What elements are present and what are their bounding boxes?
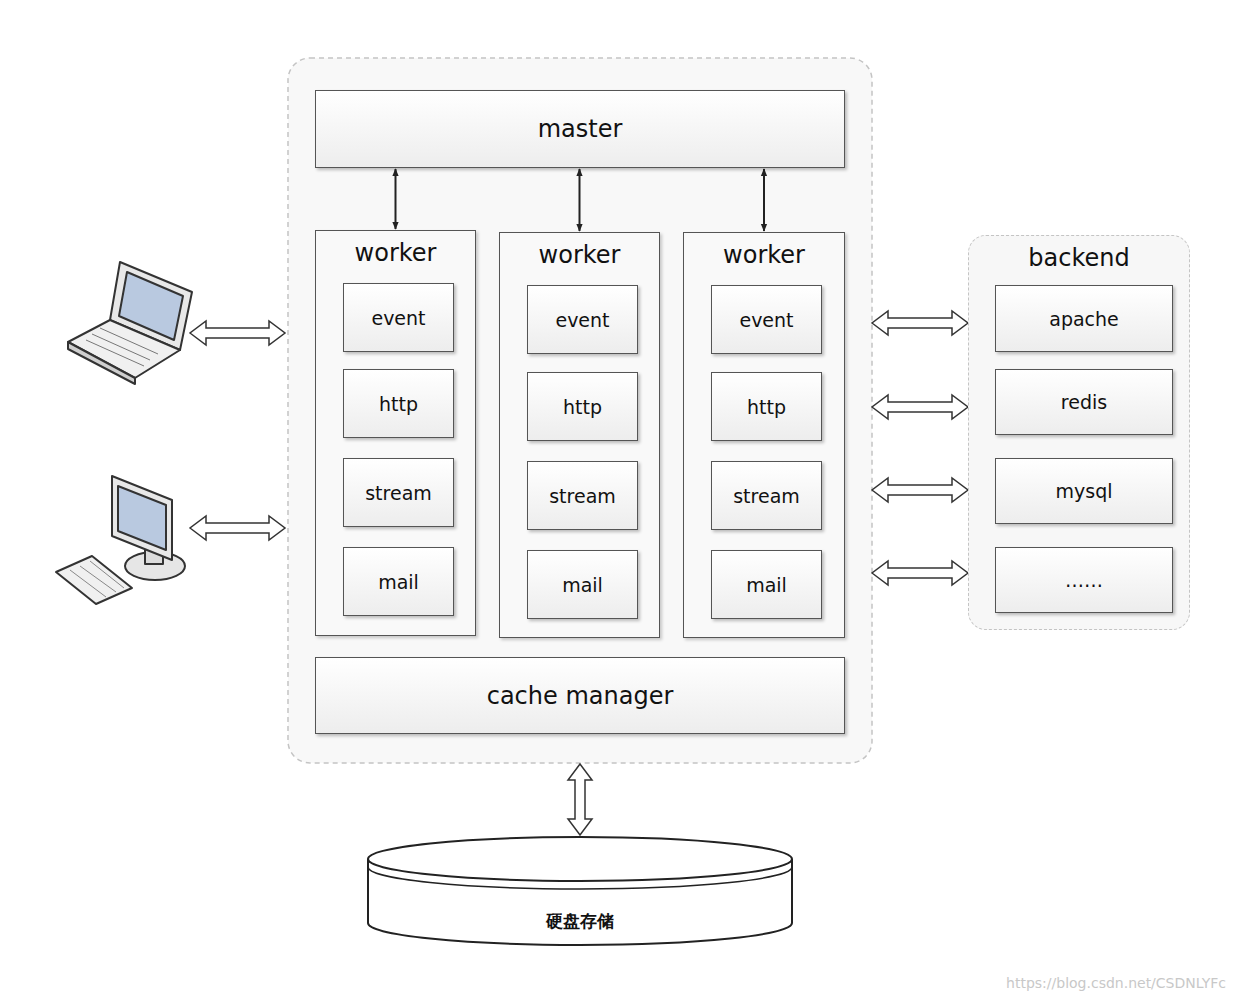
connector-arrow	[763, 169, 765, 231]
node-label: mail	[562, 574, 603, 596]
node-label: event	[739, 309, 793, 331]
node-label: mail	[746, 574, 787, 596]
group-box: backend apache redis mysql ……	[968, 235, 1190, 630]
node-label: http	[379, 393, 418, 415]
node-label: cache manager	[487, 682, 674, 710]
module-box: mail	[343, 547, 454, 616]
module-box: event	[711, 285, 822, 354]
module-box: http	[527, 372, 638, 441]
io-arrow	[872, 561, 968, 585]
node-label: stream	[365, 482, 432, 504]
node-label: mail	[378, 571, 419, 593]
node-label: stream	[733, 485, 800, 507]
group-box: worker event http stream mail	[683, 232, 845, 638]
group-heading: worker	[500, 241, 659, 269]
module-box: apache	[995, 285, 1173, 352]
io-arrow	[190, 516, 285, 540]
node-label: event	[371, 307, 425, 329]
module-box: stream	[343, 458, 454, 527]
server-container	[288, 58, 872, 763]
module-box: mail	[711, 550, 822, 619]
disk-rim	[368, 867, 792, 889]
module-box: cache manager	[315, 657, 845, 734]
node-label: http	[747, 396, 786, 418]
connector-arrow	[568, 764, 592, 835]
connector-arrow	[395, 169, 397, 229]
node-label: apache	[1049, 308, 1119, 330]
node-label: 硬盘存储	[366, 909, 794, 933]
laptop-icon	[68, 262, 192, 384]
node-label: stream	[549, 485, 616, 507]
module-box: redis	[995, 369, 1173, 435]
group-box: worker event http stream mail	[315, 230, 476, 636]
module-box: stream	[527, 461, 638, 530]
module-box: event	[527, 285, 638, 354]
desktop-icon	[56, 476, 185, 604]
disk-cylinder: 硬盘存储	[366, 835, 794, 947]
io-arrow	[872, 311, 968, 335]
group-heading: worker	[316, 239, 475, 267]
group-heading: backend	[969, 244, 1189, 272]
group-heading: worker	[684, 241, 844, 269]
connector-arrow	[579, 169, 581, 231]
module-box: event	[343, 283, 454, 352]
node-label: master	[538, 115, 623, 143]
node-label: event	[555, 309, 609, 331]
disk-top	[368, 837, 792, 881]
node-label: ……	[1065, 569, 1103, 591]
watermark: https://blog.csdn.net/CSDNLYFc	[1006, 975, 1226, 991]
module-box: http	[711, 372, 822, 441]
module-box: mail	[527, 550, 638, 619]
node-label: mysql	[1056, 480, 1113, 502]
io-arrow	[872, 395, 968, 419]
module-box: ……	[995, 547, 1173, 613]
module-box: stream	[711, 461, 822, 530]
io-arrow	[872, 478, 968, 502]
node-label: redis	[1061, 391, 1107, 413]
module-box: master	[315, 90, 845, 168]
module-box: http	[343, 369, 454, 438]
module-box: mysql	[995, 458, 1173, 524]
node-label: http	[563, 396, 602, 418]
group-box: worker event http stream mail	[499, 232, 660, 638]
io-arrow	[190, 321, 285, 345]
